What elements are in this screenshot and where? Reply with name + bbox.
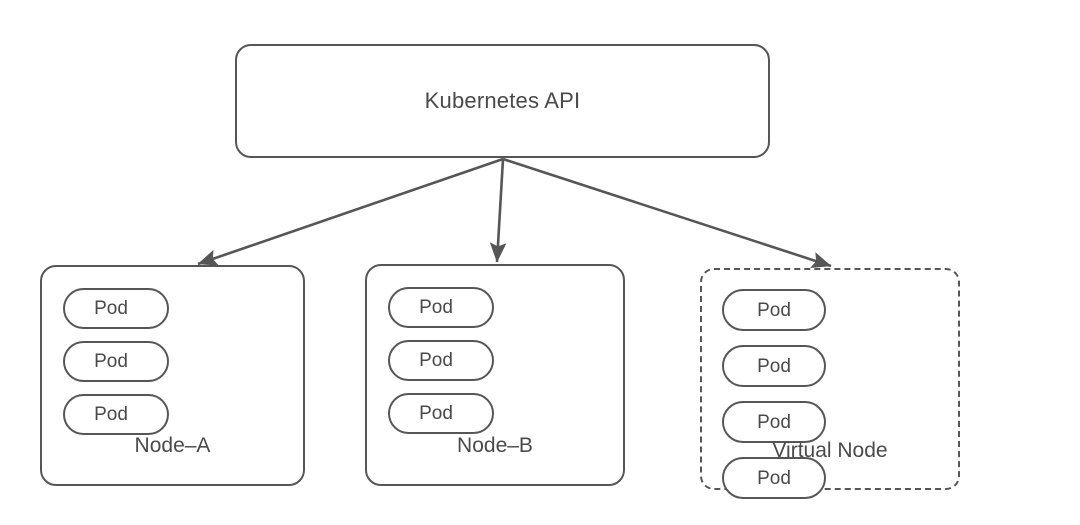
pod-label: Pod: [757, 299, 791, 321]
virtual-node-label: Virtual Node: [772, 439, 888, 462]
pod: Pod: [388, 393, 494, 434]
node-a-container: Pod Pod Pod Node–A: [40, 265, 305, 486]
edge-api-to-node-a: [197, 157, 504, 266]
kubernetes-api-label: Kubernetes API: [424, 88, 581, 113]
edge-api-to-virtual-node: [502, 157, 832, 268]
pod: Pod: [722, 289, 826, 331]
node-a-label: Node–A: [134, 434, 211, 457]
pod-label: Pod: [419, 403, 453, 424]
pod-label: Pod: [94, 351, 128, 372]
virtual-node-pod-list: Pod Pod Pod Pod: [702, 289, 958, 499]
pod-label: Pod: [94, 298, 128, 319]
pod: Pod: [722, 401, 826, 443]
pod: Pod: [63, 394, 169, 435]
node-b-label: Node–B: [457, 434, 533, 457]
node-a-pod-list: Pod Pod Pod: [42, 288, 303, 435]
virtual-node-container: Pod Pod Pod Pod Virtual Node: [700, 268, 960, 499]
pod: Pod: [722, 457, 826, 499]
node-b-container: Pod Pod Pod Node–B: [365, 264, 625, 486]
pod-label: Pod: [757, 355, 791, 377]
pod-label: Pod: [419, 297, 453, 318]
pod: Pod: [722, 345, 826, 387]
pod: Pod: [63, 341, 169, 382]
pod: Pod: [388, 340, 494, 381]
kubernetes-api-node: Kubernetes API: [235, 44, 770, 158]
node-b-pod-list: Pod Pod Pod: [367, 287, 623, 434]
pod-label: Pod: [757, 411, 791, 433]
edge-api-to-node-b: [489, 158, 507, 263]
pod: Pod: [388, 287, 494, 328]
pod-label: Pod: [757, 467, 791, 489]
pod-label: Pod: [419, 350, 453, 371]
pod: Pod: [63, 288, 169, 329]
pod-label: Pod: [94, 404, 128, 425]
